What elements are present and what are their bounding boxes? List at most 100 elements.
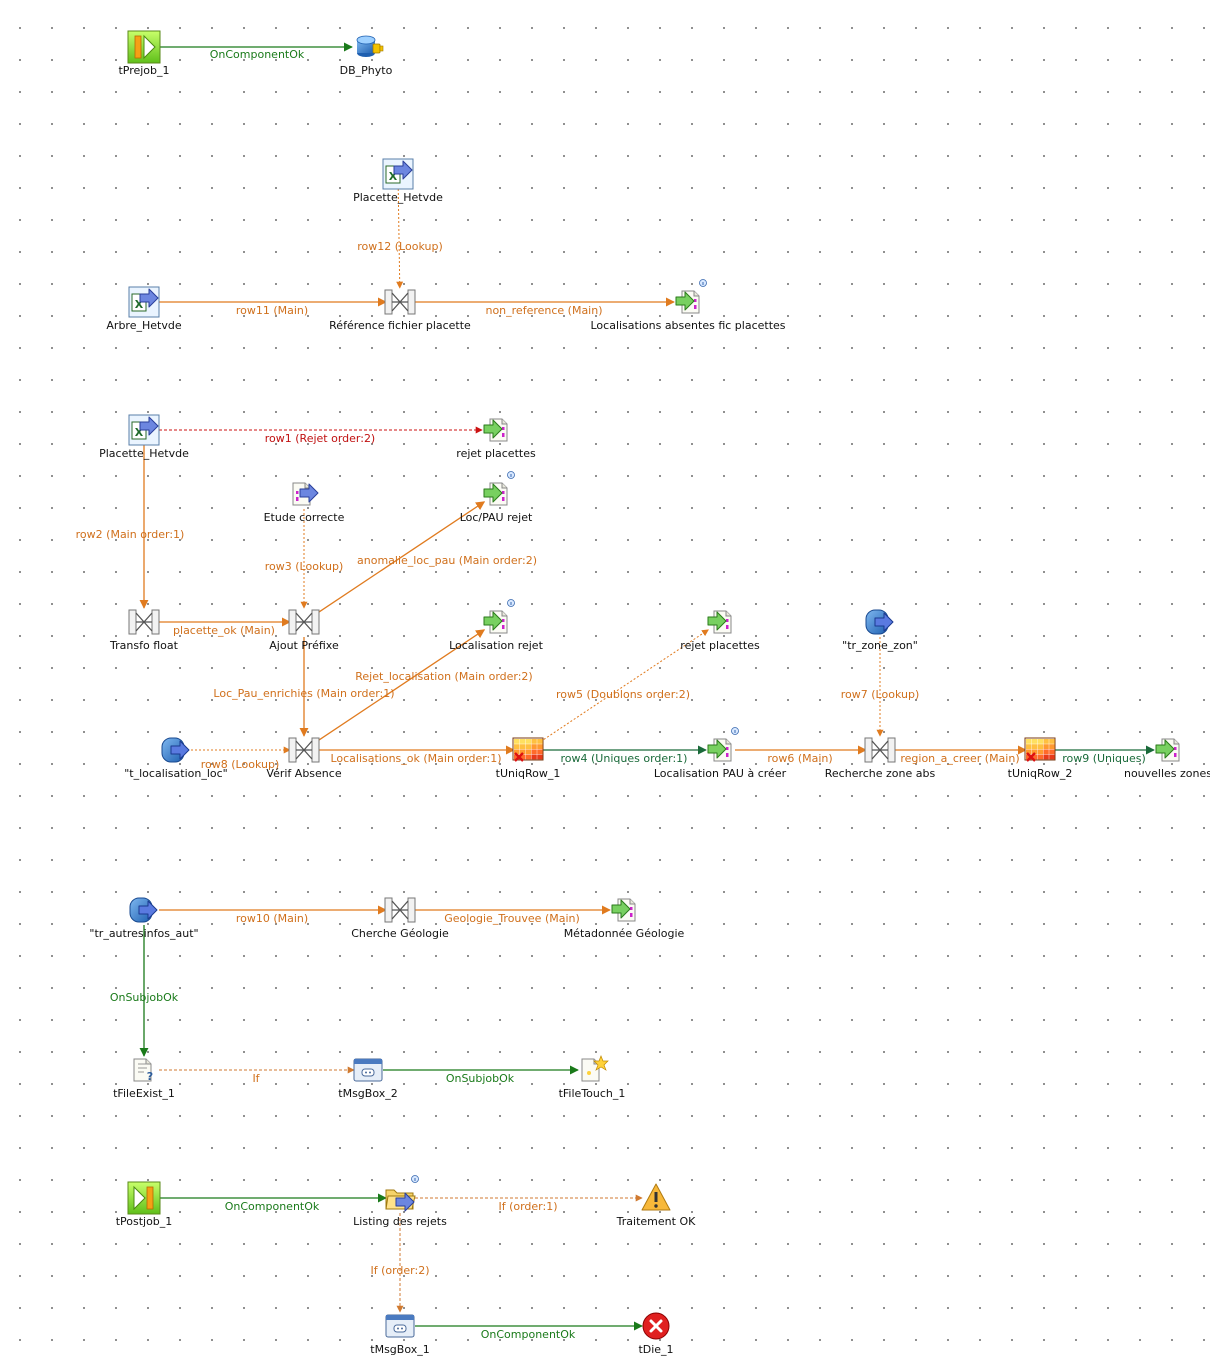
link-label[interactable]: row11 (Main)	[236, 304, 308, 317]
link-label[interactable]: non_reference (Main)	[485, 304, 602, 317]
link-label[interactable]: OnSubjobOk	[110, 991, 179, 1004]
component-Traitement_OK[interactable]: Traitement OK	[616, 1183, 696, 1228]
component-tPostjob_1[interactable]: tPostjob_1	[116, 1181, 173, 1228]
component-tr_zone_zon[interactable]: "tr_zone_zon"	[842, 609, 918, 652]
component-Etude_correcte[interactable]: Etude correcte	[264, 482, 345, 524]
component-Listing_rejets[interactable]: Listing des rejets	[353, 1175, 447, 1229]
link-label[interactable]: OnSubjobOk	[446, 1072, 515, 1085]
component-Loc_absentes[interactable]: Localisations absentes fic placettes	[590, 279, 786, 333]
die-icon	[642, 1312, 670, 1340]
component-Loc_PAU_creer[interactable]: Localisation PAU à créer	[654, 727, 787, 781]
link-label[interactable]: Loc_Pau_enrichies (Main order:1)	[213, 687, 394, 700]
component-label: Métadonnée Géologie	[564, 927, 685, 940]
component-label: Cherche Géologie	[351, 927, 449, 940]
component-rejet_placettes_1[interactable]: rejet placettes	[456, 418, 536, 460]
component-t_localisation_loc[interactable]: "t_localisation_loc"	[124, 737, 228, 780]
component-tMsgBox_2[interactable]: tMsgBox_2	[338, 1058, 398, 1100]
link-label[interactable]: OnComponentOk	[225, 1200, 320, 1213]
excel-input-icon: X	[382, 158, 414, 190]
postjob-icon	[127, 1181, 161, 1215]
component-Metadonnee_Geologie[interactable]: Métadonnée Géologie	[564, 898, 685, 940]
link-label[interactable]: region_a_creer (Main)	[900, 752, 1019, 765]
link-label[interactable]: row6 (Main)	[767, 752, 832, 765]
component-Placette_Hetvde[interactable]: X Placette_Hetvde	[99, 414, 189, 460]
component-Transfo_float[interactable]: Transfo float	[109, 609, 179, 652]
component-label: tPostjob_1	[116, 1215, 173, 1228]
component-label: Localisations absentes fic placettes	[590, 319, 785, 332]
tmap-icon	[288, 609, 320, 635]
component-tMsgBox_1[interactable]: tMsgBox_1	[370, 1314, 430, 1356]
component-label: rejet placettes	[680, 639, 760, 652]
component-tFileTouch_1[interactable]: tFileTouch_1	[559, 1055, 626, 1100]
link-tUniqRow_1-rejet_placettes_2[interactable]	[540, 629, 709, 743]
component-label: tUniqRow_2	[1008, 767, 1073, 780]
component-label: tFileExist_1	[113, 1087, 175, 1100]
link-label[interactable]: Geologie_Trouvee (Main)	[444, 912, 580, 925]
component-Ref_fichier_placette[interactable]: Référence fichier placette	[329, 289, 471, 332]
link-label[interactable]: OnComponentOk	[481, 1328, 576, 1341]
component-Loc_PAU_rejet[interactable]: Loc/PAU rejet	[460, 471, 533, 525]
link-label[interactable]: row2 (Main order:1)	[76, 528, 185, 541]
info-badge-icon	[731, 727, 739, 735]
link-Ajout_Prefixe-Loc_PAU_rejet[interactable]	[316, 501, 486, 615]
link-label[interactable]: If (order:2)	[370, 1264, 429, 1277]
component-Verif_Absence[interactable]: Vérif Absence	[266, 737, 342, 780]
link-label[interactable]: row10 (Main)	[236, 912, 308, 925]
component-tFileExist_1[interactable]: ?tFileExist_1	[113, 1058, 175, 1100]
link-Placette_Hetvde_lookup-Ref_fichier_placette[interactable]	[396, 188, 404, 289]
component-label: Vérif Absence	[266, 767, 341, 780]
link-label[interactable]: row5 (Doublons order:2)	[556, 688, 690, 701]
link-label[interactable]: If	[252, 1072, 260, 1085]
file-output-icon	[483, 610, 508, 634]
link-label[interactable]: row3 (Lookup)	[265, 560, 343, 573]
component-label: DB_Phyto	[340, 64, 393, 77]
component-tUniqRow_1[interactable]: tUniqRow_1	[496, 737, 561, 780]
link-label[interactable]: row1 (Rejet order:2)	[265, 432, 375, 445]
link-label[interactable]: OnComponentOk	[210, 48, 305, 61]
component-label: "tr_zone_zon"	[842, 639, 918, 652]
file-output-icon	[707, 610, 732, 634]
file-output-icon	[675, 290, 700, 314]
component-label: tFileTouch_1	[559, 1087, 626, 1100]
component-Ajout_Prefixe[interactable]: Ajout Préfixe	[269, 609, 339, 652]
link-label[interactable]: anomalie_loc_pau (Main order:2)	[357, 554, 537, 567]
link-label[interactable]: If (order:1)	[498, 1200, 557, 1213]
link-label[interactable]: Rejet_localisation (Main order:2)	[355, 670, 532, 683]
component-tUniqRow_2[interactable]: tUniqRow_2	[1008, 737, 1073, 780]
file-output-icon	[483, 482, 508, 506]
file-output-icon	[707, 738, 732, 762]
component-rejet_placettes_2[interactable]: rejet placettes	[680, 610, 760, 652]
link-label[interactable]: row9 (Uniques)	[1062, 752, 1146, 765]
info-badge-icon	[507, 599, 515, 607]
component-tDie_1[interactable]: tDie_1	[638, 1312, 674, 1356]
link-Verif_Absence-Localisation_rejet[interactable]	[316, 629, 486, 743]
svg-text:X: X	[135, 426, 144, 439]
link-label[interactable]: row7 (Lookup)	[841, 688, 919, 701]
uniqrow-icon	[1024, 737, 1056, 762]
component-Localisation_rejet[interactable]: Localisation rejet	[449, 599, 544, 653]
link-label[interactable]: Localisations_ok (Main order:1)	[330, 752, 501, 765]
msgbox-icon	[353, 1058, 383, 1082]
link-label[interactable]: row12 (Lookup)	[357, 240, 442, 253]
component-nouvelles_zones[interactable]: nouvelles zones	[1124, 738, 1210, 780]
component-label: Placette_Hetvde	[99, 447, 189, 460]
link-label[interactable]: row8 (Lookup)	[201, 758, 279, 771]
component-label: Loc/PAU rejet	[460, 511, 533, 524]
component-tPrejob_1[interactable]: tPrejob_1	[118, 30, 170, 77]
component-label: "tr_autresinfos_aut"	[89, 927, 198, 940]
component-Cherche_Geologie[interactable]: Cherche Géologie	[351, 897, 449, 940]
component-Recherche_zone_abs[interactable]: Recherche zone abs	[825, 737, 936, 780]
svg-text:X: X	[135, 298, 144, 311]
component-label: Etude correcte	[264, 511, 345, 524]
component-label: Transfo float	[109, 639, 179, 652]
link-label[interactable]: row4 (Uniques order:1)	[561, 752, 688, 765]
component-DB_Phyto[interactable]: DB_Phyto	[340, 35, 393, 77]
link-label[interactable]: placette_ok (Main)	[173, 624, 275, 637]
info-badge-icon	[699, 279, 707, 287]
file-touch-icon	[581, 1055, 609, 1082]
component-tr_autresinfos_aut[interactable]: "tr_autresinfos_aut"	[89, 897, 199, 940]
